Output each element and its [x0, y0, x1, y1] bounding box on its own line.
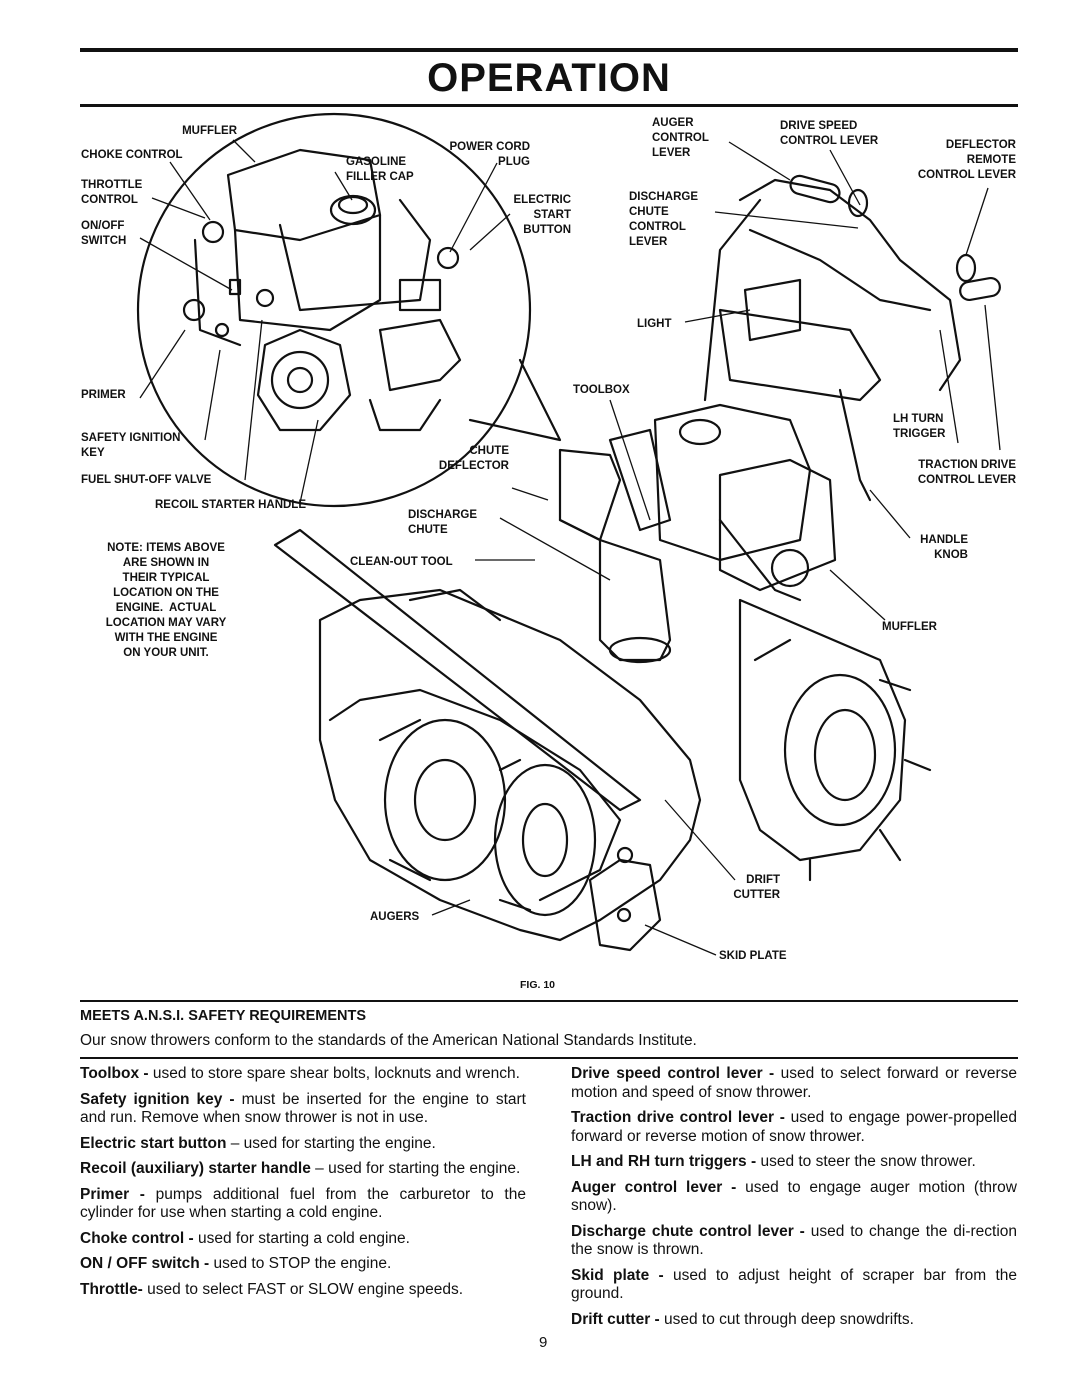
figure-rule [80, 1000, 1018, 1002]
definition-desc: used to store spare shear bolts, locknut… [148, 1065, 520, 1082]
label-lh-turn-trigger: LH TURN TRIGGER [893, 413, 946, 440]
label-light: LIGHT [637, 318, 672, 330]
definition-term: Skid plate - [571, 1266, 664, 1284]
snow-thrower-illustration [136, 112, 1001, 956]
definition-desc: used to select forward or reverse motion… [571, 1065, 1017, 1101]
definition-term: Drift cutter - [571, 1310, 660, 1328]
definition-item: Recoil (auxiliary) starter handle – used… [80, 1160, 526, 1179]
label-primer: PRIMER [81, 389, 126, 401]
page-number: 9 [539, 1334, 548, 1351]
definition-term: Traction drive control lever - [571, 1109, 785, 1126]
definition-desc: – used for starting the engine. [226, 1134, 436, 1152]
definition-term: Primer - [80, 1185, 145, 1203]
label-handle-knob: HANDLE KNOB [920, 534, 968, 561]
definition-item: Drift cutter - used to cut through deep … [571, 1311, 1017, 1330]
top-rule [80, 48, 1018, 52]
label-on-off-switch: ON/OFF SWITCH [81, 220, 127, 247]
definition-term: Electric start button [80, 1134, 227, 1152]
label-discharge-chute: DISCHARGE CHUTE [408, 509, 478, 536]
definition-item: Auger control lever - used to engage aug… [571, 1179, 1017, 1216]
definition-item: Choke control - used for starting a cold… [80, 1230, 526, 1249]
label-toolbox: TOOLBOX [573, 384, 630, 396]
engine-detail-circle [136, 112, 532, 508]
definition-item: LH and RH turn triggers - used to steer … [571, 1153, 1017, 1172]
definition-desc: used to engage auger motion (throw snow)… [571, 1178, 1017, 1215]
ansi-text: Our snow throwers conform to the standar… [80, 1032, 697, 1049]
label-chute-deflector: CHUTE DEFLECTOR [438, 445, 509, 472]
label-safety-ignition-key: SAFETY IGNITION KEY [81, 432, 181, 459]
definition-desc: used to steer the snow thrower. [756, 1153, 976, 1170]
definition-desc: used to adjust height of scraper bar fro… [571, 1266, 1018, 1303]
label-clean-out-tool: CLEAN-OUT TOOL [350, 556, 453, 568]
left-column: Toolbox - used to store spare shear bolt… [80, 1065, 526, 1306]
definition-item: Drive speed control lever - used to sele… [571, 1065, 1017, 1102]
figure-caption: FIG. 10 [520, 979, 556, 991]
note-engine-location: NOTE: ITEMS ABOVE ARE SHOWN IN THEIR TYP… [105, 542, 227, 659]
ansi-rule [80, 1057, 1018, 1059]
definition-term: Choke control - [80, 1229, 194, 1247]
label-recoil-starter-handle: RECOIL STARTER HANDLE [155, 499, 306, 511]
label-drift-cutter: DRIFT CUTTER [733, 874, 780, 901]
definition-item: Toolbox - used to store spare shear bolt… [80, 1065, 526, 1084]
definition-item: Traction drive control lever - used to e… [571, 1109, 1017, 1146]
definition-item: Primer - pumps additional fuel from the … [80, 1186, 526, 1223]
definition-term: ON / OFF switch - [80, 1255, 210, 1272]
definition-desc: – used for starting the engine. [310, 1160, 521, 1177]
label-skid-plate: SKID PLATE [719, 950, 787, 962]
definition-desc: pumps additional fuel from the carbureto… [80, 1185, 526, 1222]
definition-desc: used to cut through deep snowdrifts. [659, 1310, 914, 1328]
definition-item: Electric start button – used for startin… [80, 1135, 526, 1154]
label-auger-control-lever: AUGER CONTROL LEVER [652, 117, 709, 159]
definition-term: Throttle- [80, 1280, 143, 1298]
right-column: Drive speed control lever - used to sele… [571, 1065, 1017, 1336]
definition-term: Drive speed control lever - [571, 1065, 775, 1082]
label-augers: AUGERS [370, 911, 420, 923]
label-throttle-control: THROTTLE CONTROL [81, 179, 143, 206]
definition-desc: used to engage power-propelled forward o… [571, 1109, 1017, 1145]
definition-item: Throttle- used to select FAST or SLOW en… [80, 1281, 526, 1300]
label-traction-drive-control-lever: TRACTION DRIVE CONTROL LEVER [917, 459, 1016, 486]
label-choke-control: CHOKE CONTROL [81, 149, 183, 161]
page-title: OPERATION [427, 56, 671, 100]
definition-desc: used to change the di-rection the snow i… [571, 1222, 1018, 1259]
definition-item: ON / OFF switch - used to STOP the engin… [80, 1255, 526, 1274]
label-fuel-shutoff-valve: FUEL SHUT-OFF VALVE [81, 474, 212, 486]
definition-desc: used to select FAST or SLOW engine speed… [142, 1280, 464, 1298]
definition-item: Discharge chute control lever - used to … [571, 1223, 1017, 1260]
definition-term: Discharge chute control lever - [571, 1222, 805, 1240]
title-rule [80, 104, 1018, 107]
label-electric-start-button: ELECTRIC START BUTTON [513, 194, 572, 236]
snow-thrower-figure: MUFFLER CHOKE CONTROL THROTTLE CONTROL O… [81, 112, 1016, 962]
definition-term: Recoil (auxiliary) starter handle [80, 1160, 311, 1177]
definition-term: Auger control lever - [571, 1178, 737, 1196]
label-power-cord-plug: POWER CORD PLUG [449, 141, 531, 168]
definition-desc: used for starting a cold engine. [193, 1229, 410, 1247]
label-muffler-unit: MUFFLER [882, 621, 937, 633]
definition-term: LH and RH turn triggers - [571, 1153, 757, 1170]
label-deflector-remote-control-lever: DEFLECTOR REMOTE CONTROL LEVER [917, 139, 1016, 181]
definition-term: Safety ignition key - [80, 1090, 235, 1108]
label-discharge-chute-control-lever: DISCHARGE CHUTE CONTROL LEVER [629, 191, 699, 248]
definition-term: Toolbox - [80, 1065, 149, 1082]
label-muffler-engine: MUFFLER [182, 125, 237, 137]
definition-desc: must be inserted for the engine to start… [80, 1090, 526, 1127]
ansi-heading: MEETS A.N.S.I. SAFETY REQUIREMENTS [80, 1008, 367, 1024]
definition-desc: used to STOP the engine. [209, 1255, 392, 1272]
label-gasoline-filler-cap: GASOLINE FILLER CAP [346, 156, 414, 183]
definition-item: Skid plate - used to adjust height of sc… [571, 1267, 1017, 1304]
definition-item: Safety ignition key - must be inserted f… [80, 1091, 526, 1128]
label-drive-speed-control-lever: DRIVE SPEED CONTROL LEVER [780, 120, 879, 147]
